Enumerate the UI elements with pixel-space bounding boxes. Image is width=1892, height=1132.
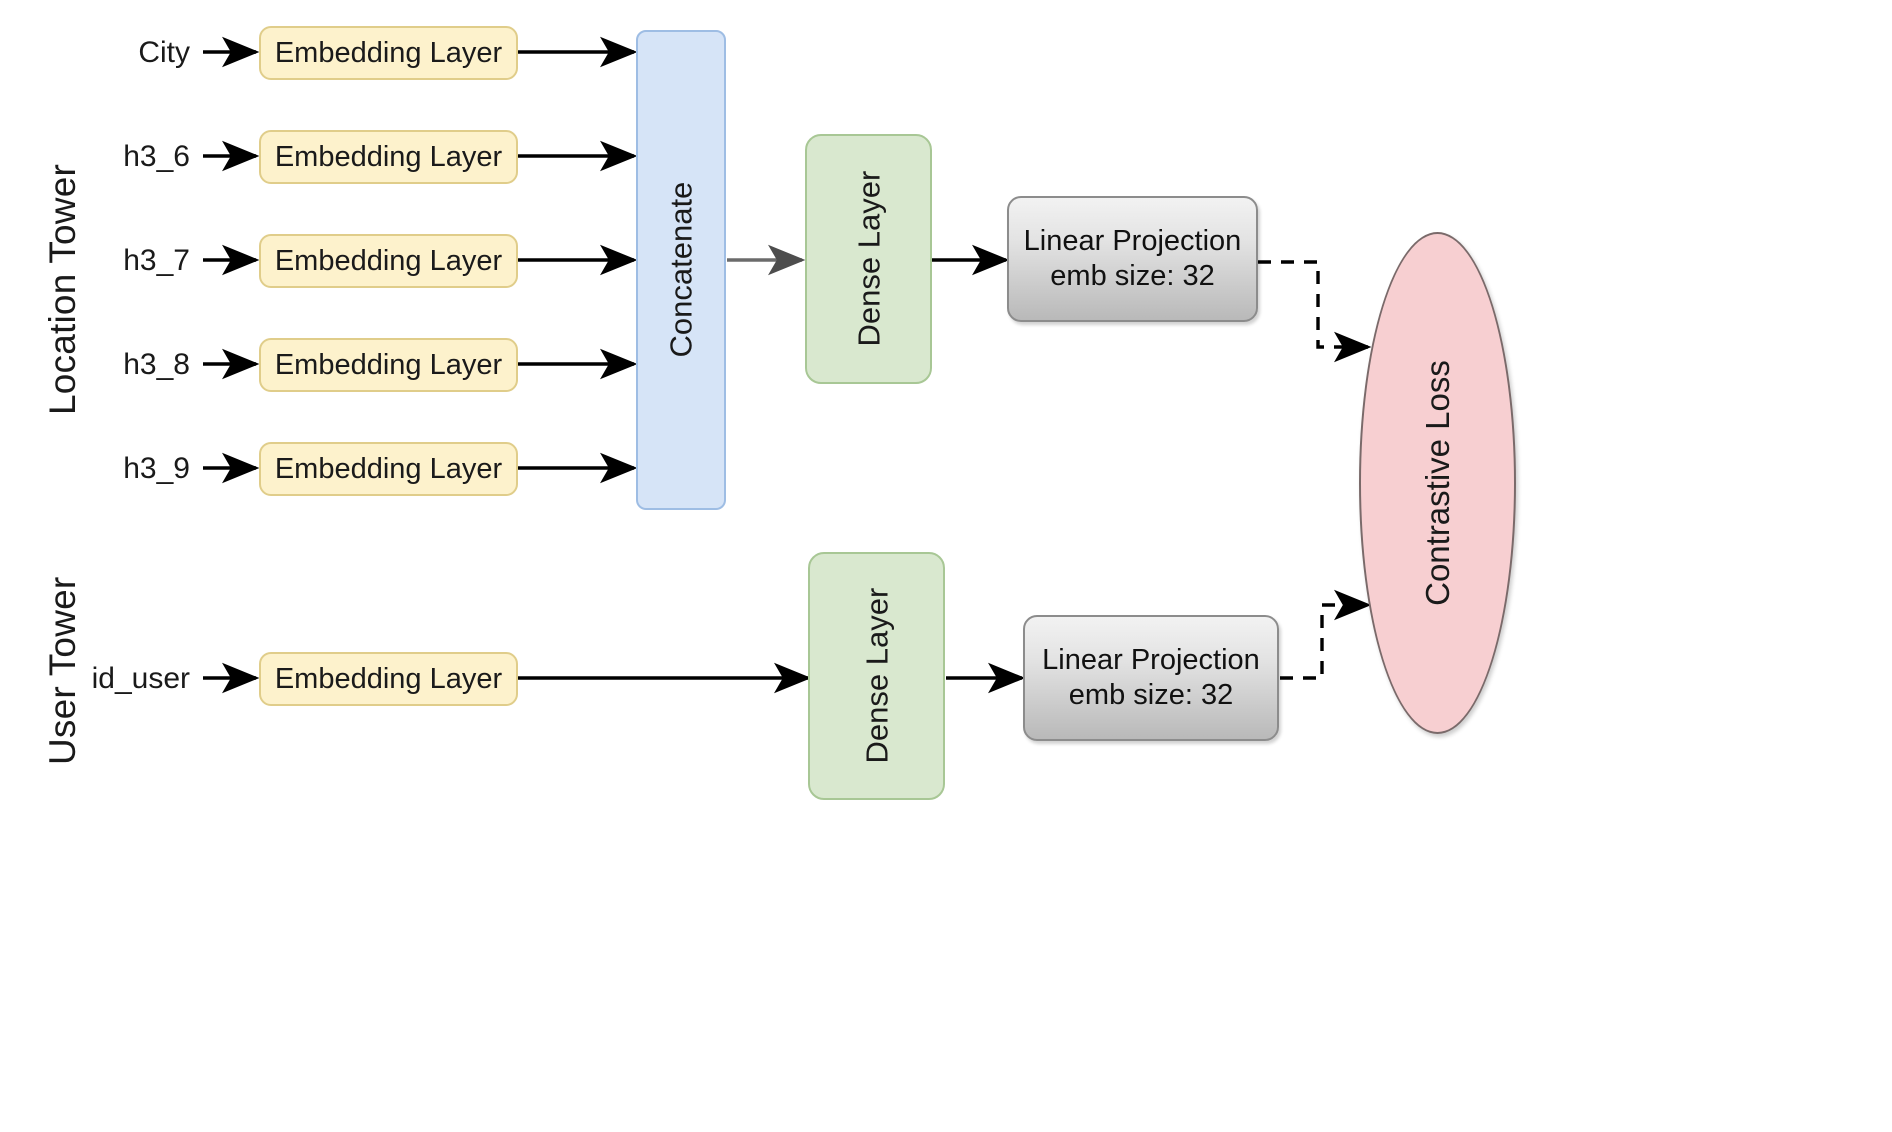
node-dense-user-label: Dense Layer <box>858 588 894 764</box>
node-embedding-h3-9[interactable]: Embedding Layer <box>259 442 518 496</box>
input-label-city: City <box>138 36 190 69</box>
node-projection-user-title: Linear Projection <box>1042 644 1260 677</box>
arrow-projection-user-to-loss <box>1280 589 1372 680</box>
node-embedding-h3-7[interactable]: Embedding Layer <box>259 234 518 288</box>
input-label-h3-9: h3_9 <box>123 452 190 485</box>
node-contrastive-loss[interactable]: Contrastive Loss <box>1359 232 1516 734</box>
node-projection-user-detail: emb size: 32 <box>1068 679 1234 711</box>
node-projection-location-title: Linear Projection <box>1023 225 1242 258</box>
node-projection-location[interactable]: Linear Projection emb size: 32 <box>1007 196 1258 322</box>
node-contrastive-loss-label: Contrastive Loss <box>1418 360 1456 606</box>
input-label-h3-7: h3_7 <box>123 244 190 277</box>
node-embedding-id-user[interactable]: Embedding Layer <box>259 652 518 706</box>
node-dense-user[interactable]: Dense Layer <box>808 552 945 800</box>
node-dense-location-label: Dense Layer <box>850 171 886 347</box>
input-label-h3-8: h3_8 <box>123 348 190 381</box>
input-label-h3-6: h3_6 <box>123 140 190 173</box>
node-embedding-city[interactable]: Embedding Layer <box>259 26 518 80</box>
node-concatenate-label: Concatenate <box>663 182 699 358</box>
node-embedding-h3-8[interactable]: Embedding Layer <box>259 338 518 392</box>
node-embedding-h3-6[interactable]: Embedding Layer <box>259 130 518 184</box>
node-dense-location[interactable]: Dense Layer <box>805 134 932 384</box>
node-concatenate[interactable]: Concatenate <box>636 30 726 510</box>
node-projection-location-detail: emb size: 32 <box>1050 260 1215 292</box>
input-label-id-user: id_user <box>91 662 190 695</box>
arrow-projection-location-to-loss <box>1258 260 1372 363</box>
node-projection-user[interactable]: Linear Projection emb size: 32 <box>1023 615 1279 741</box>
